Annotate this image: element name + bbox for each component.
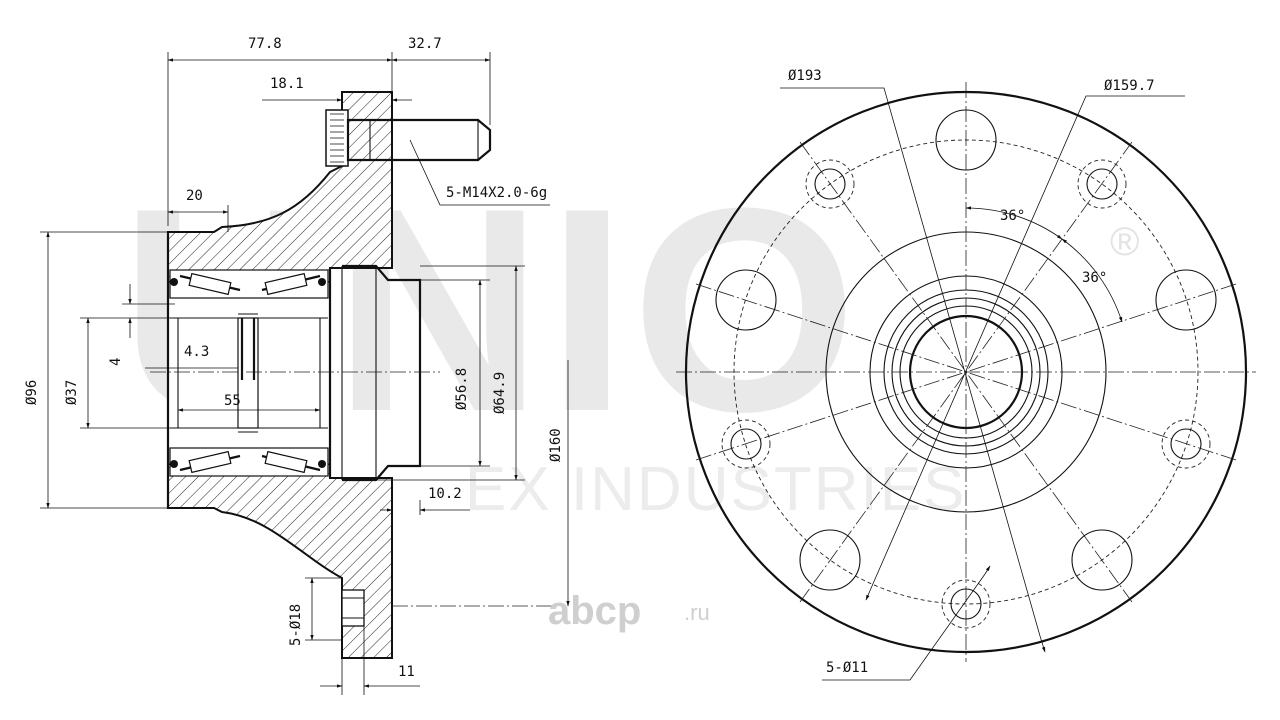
dim-32-7: 32.7: [408, 36, 442, 52]
site-logo[interactable]: abcp .ru: [548, 589, 710, 633]
angle-36-a: 36°: [1000, 208, 1025, 224]
hub-spigot: [328, 264, 422, 482]
wheel-stud: [325, 109, 492, 167]
dim-18-1: 18.1: [270, 76, 304, 92]
watermark-registered: ®: [1110, 220, 1139, 264]
spacer-ring: [237, 313, 259, 433]
side-section-view: 77.8 32.7 18.1 20 5-M14X2.0-6g Ø96 Ø37 4…: [24, 36, 570, 695]
dim-dia-160: Ø160: [548, 428, 564, 462]
dim-5-dia-11: 5-Ø11: [826, 660, 868, 676]
dim-dia-37: Ø37: [64, 380, 80, 405]
dim-dia-56-8: Ø56.8: [454, 368, 470, 410]
dim-dia-159-7: Ø159.7: [1104, 78, 1155, 94]
watermark-subtitle: EX INDUSTRIES: [465, 455, 966, 524]
dim-55: 55: [224, 393, 241, 409]
leader-dia-159-7: [871, 95, 1185, 587]
site-logo-suffix: .ru: [684, 600, 710, 625]
flange-bolt-hole: [341, 589, 365, 627]
flange-small-holes: [721, 159, 1211, 629]
hub-body-upper: [167, 91, 393, 283]
dim-4-3: 4.3: [184, 344, 209, 360]
site-logo-text: abcp: [548, 589, 641, 633]
dim-10-2: 10.2: [428, 486, 462, 502]
angle-arc-1: [965, 206, 1063, 240]
bearing-lower: [169, 427, 329, 477]
dim-4: 4: [108, 358, 124, 366]
leader-dia-193: [780, 87, 1041, 637]
angle-arc-2: [1061, 238, 1123, 323]
dim-77-8: 77.8: [248, 36, 282, 52]
dim-5-dia-18: 5-Ø18: [288, 604, 304, 646]
front-view: Ø193 Ø159.7 36° 36° 5-Ø11: [676, 68, 1256, 681]
dim-dia-64-9: Ø64.9: [492, 372, 508, 414]
hub-body-lower: [167, 463, 393, 659]
dim-20: 20: [186, 188, 203, 204]
dim-dia-193: Ø193: [788, 68, 822, 84]
dim-11: 11: [398, 664, 415, 680]
angle-36-b: 36°: [1082, 270, 1107, 286]
dim-dia-96: Ø96: [24, 380, 40, 405]
thread-spec: 5-M14X2.0-6g: [446, 185, 547, 201]
bearing-upper: [169, 269, 329, 319]
flange-large-holes: [715, 109, 1217, 591]
leader-5-dia-11: [822, 573, 986, 681]
